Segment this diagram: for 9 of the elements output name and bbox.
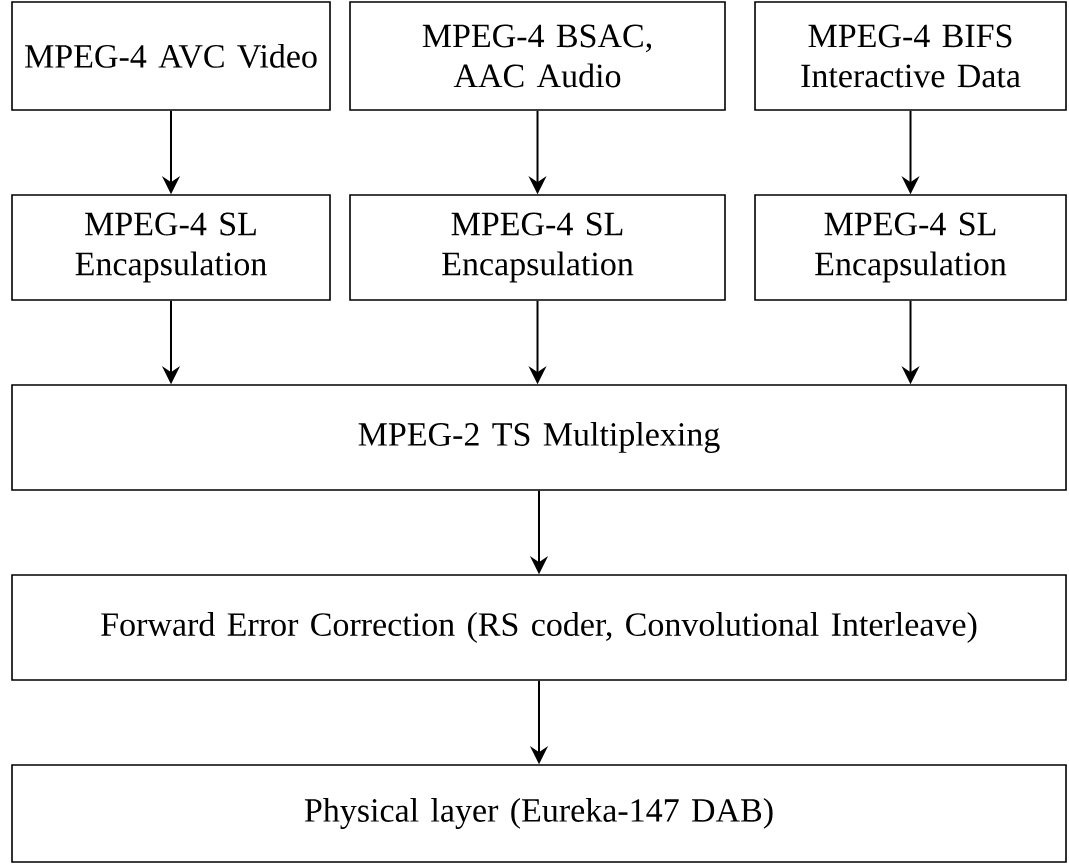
process-box: Forward Error Correction (RS coder, Convolutional Interleave) bbox=[11, 574, 1067, 681]
process-box: MPEG-4 SL Encapsulation bbox=[754, 194, 1067, 301]
process-box: MPEG-4 BIFS Interactive Data bbox=[754, 1, 1067, 111]
process-box: MPEG-4 SL Encapsulation bbox=[349, 194, 726, 301]
process-box: MPEG-4 BSAC, AAC Audio bbox=[349, 1, 726, 111]
process-box: MPEG-4 SL Encapsulation bbox=[11, 194, 331, 301]
process-box: MPEG-4 AVC Video bbox=[11, 1, 331, 111]
process-box: MPEG-2 TS Multiplexing bbox=[11, 384, 1067, 491]
process-box: Physical layer (Eureka-147 DAB) bbox=[11, 764, 1067, 863]
